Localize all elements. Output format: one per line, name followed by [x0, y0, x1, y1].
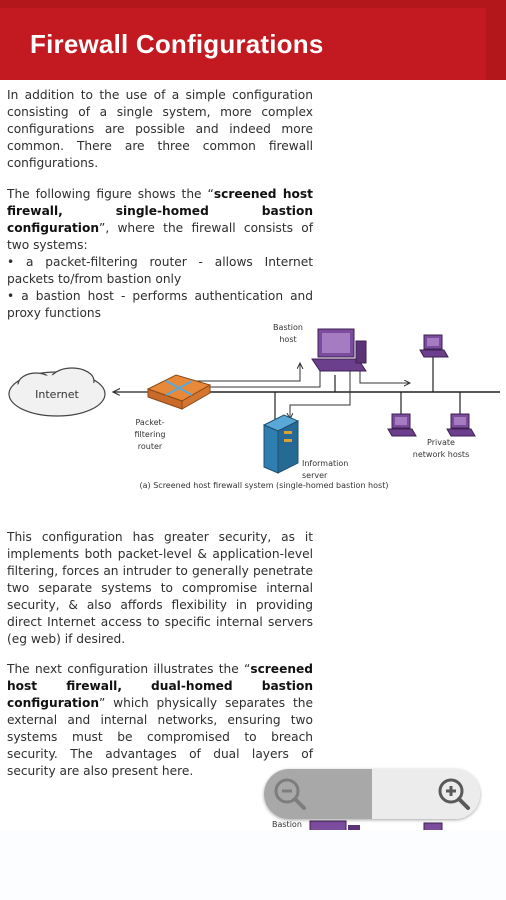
paragraph-intro: In addition to the use of a simple confi… — [7, 88, 313, 170]
private-host-icon — [419, 334, 449, 358]
bastion-label: Bastion — [273, 323, 303, 332]
status-strip — [0, 0, 506, 8]
content-scroll-area[interactable]: In addition to the use of a simple confi… — [0, 80, 506, 830]
packet-path-arrow — [290, 371, 351, 419]
private-host-icon — [423, 822, 443, 830]
zoom-out-icon — [274, 778, 306, 810]
bastion-host-icon — [348, 825, 360, 830]
next-network-diagram: Bastion — [272, 820, 443, 830]
next-bastion-label: Bastion — [272, 820, 302, 829]
bold-term: screened host firewall, dual-homed basti… — [7, 662, 313, 710]
network-diagram: Internet Packet- filtering router Bastio… — [8, 323, 500, 490]
zoom-control — [264, 769, 480, 819]
paragraph-security-benefits: This configuration has greater security,… — [7, 530, 313, 646]
private-host-icon — [446, 413, 476, 437]
paragraph-text: The following figure shows the “ — [7, 187, 214, 201]
info-server-label: Information — [302, 459, 348, 468]
router-icon — [146, 374, 212, 410]
internet-label: Internet — [35, 388, 79, 401]
private-hosts-label: network hosts — [413, 450, 469, 459]
router-label: router — [138, 442, 163, 451]
bold-term: screened host firewall, single-homed bas… — [7, 187, 313, 235]
information-server-icon — [262, 414, 300, 474]
zoom-in-icon — [438, 778, 470, 810]
packet-path-arrow — [200, 369, 321, 387]
bastion-label: host — [279, 335, 296, 344]
packet-path-arrow — [359, 371, 410, 383]
bastion-host-icon — [311, 328, 367, 372]
private-hosts-label: Private — [427, 438, 455, 447]
page-title: Firewall Configurations — [30, 28, 324, 59]
app-bar-edge — [486, 0, 506, 80]
paragraph-text: ”, where the firewall consists of two sy… — [7, 221, 313, 252]
paragraph-next-configuration: The next configuration illustrates the “… — [7, 661, 313, 780]
diagram-caption: (a) Screened host firewall system (singl… — [140, 481, 389, 490]
router-label: Packet- — [135, 418, 164, 427]
zoom-out-button[interactable] — [264, 769, 372, 819]
paragraph-text: ” which physically separates the externa… — [7, 696, 313, 778]
info-server-label: server — [302, 471, 328, 480]
bastion-host-icon — [309, 820, 347, 830]
paragraph-figure-description: The following figure shows the “screened… — [7, 186, 313, 322]
paragraph-text: The next configuration illustrates the “ — [7, 662, 251, 676]
bullet-item: • a packet-filtering router - allows Int… — [7, 255, 313, 286]
private-host-icon — [387, 413, 417, 437]
internet-cloud-icon — [8, 367, 106, 417]
packet-path-arrow — [196, 363, 300, 382]
app-bar: Firewall Configurations — [0, 8, 506, 80]
zoom-in-button[interactable] — [372, 769, 480, 819]
router-label: filtering — [135, 430, 166, 439]
bottom-blank-area — [0, 830, 506, 900]
bullet-item: • a bastion host - performs authenticati… — [7, 289, 313, 320]
